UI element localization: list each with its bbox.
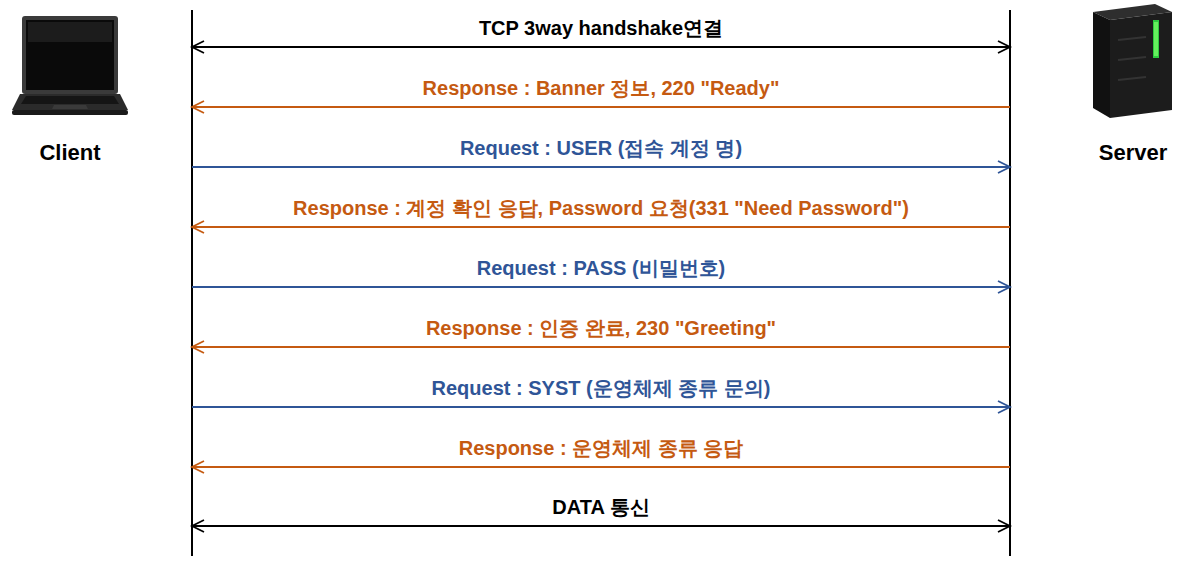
message-label: Response : 계정 확인 응답, Password 요청(331 "Ne… [290, 197, 912, 220]
message-label: Request : USER (접속 계정 명) [457, 137, 745, 160]
laptop-icon [12, 16, 128, 115]
message-arrow [192, 401, 1010, 413]
message-label: DATA 통신 [549, 496, 652, 519]
node-label: Client [39, 140, 100, 166]
message-label: Response : Banner 정보, 220 "Ready" [420, 77, 783, 100]
message-label: Request : PASS (비밀번호) [474, 257, 729, 280]
server-node: Server [1095, 140, 1172, 166]
message-arrow [192, 520, 1010, 532]
message-arrow [192, 161, 1010, 173]
server-lifeline [1009, 10, 1011, 556]
node-label: Server [1099, 140, 1168, 166]
message-arrow [192, 281, 1010, 293]
message-label: Request : SYST (운영체제 종류 문의) [429, 377, 774, 400]
message-arrow [192, 41, 1010, 53]
server-icon [1093, 4, 1172, 118]
message-arrow [192, 221, 1010, 233]
message-arrow [192, 341, 1010, 353]
message-label: Response : 운영체제 종류 응답 [456, 437, 746, 460]
client-lifeline [191, 10, 193, 556]
message-label: TCP 3way handshake연결 [476, 17, 726, 40]
message-label: Response : 인증 완료, 230 "Greeting" [423, 317, 779, 340]
message-arrow [192, 101, 1010, 113]
message-arrow [192, 461, 1010, 473]
client-node: Client [35, 140, 104, 166]
